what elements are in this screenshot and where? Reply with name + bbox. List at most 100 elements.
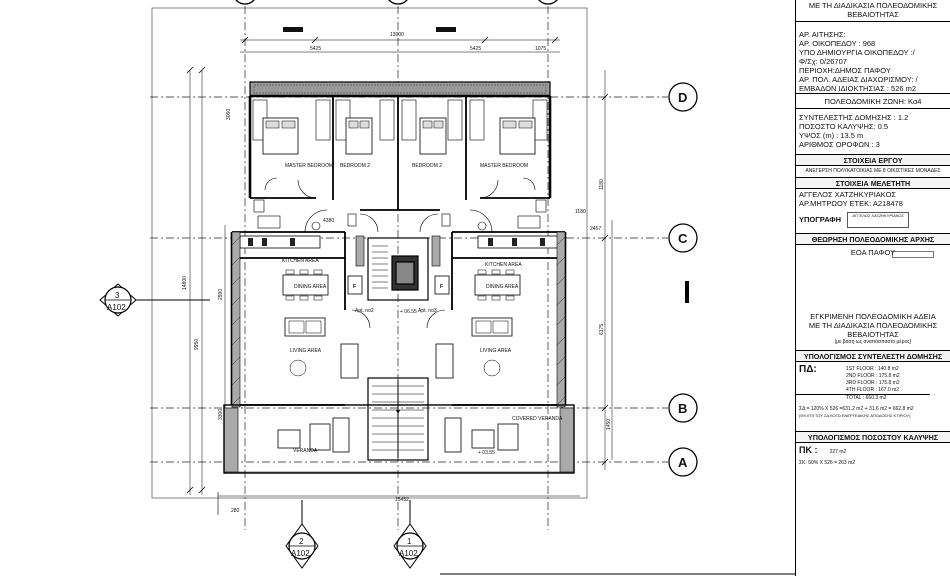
section-1-ref: A102 [399, 549, 418, 558]
section-3-ref: A102 [107, 303, 126, 312]
dining-tables [282, 274, 521, 296]
dim-side-b: 2990 [218, 289, 224, 300]
tb-study-header: ΣΤΟΙΧΕΙΑ ΜΕΛΕΤΗΤΗ [796, 177, 950, 189]
dim-right-e: 6175 [599, 324, 605, 335]
plot-boundary [151, 7, 588, 499]
tb-top-line-1: ΜΕ ΤΗ ΔΙΑΔΙΚΑΣΙΑ ΠΟΛΕΟΔΟΜΙΚΗΣ [808, 1, 938, 10]
title-block: ΜΕ ΤΗ ΔΙΑΔΙΚΑΣΙΑ ΠΟΛΕΟΔΟΜΙΚΗΣ ΒΕΒΑΙΟΤΗΤΑ… [795, 0, 950, 576]
doors [264, 177, 536, 329]
grid-label-d: D [678, 90, 687, 105]
room-dining-left: DINING AREA [294, 284, 327, 290]
section-3-num: 3 [115, 291, 120, 300]
tb-pk-row: ΠΚ : 227 m2 [796, 446, 950, 456]
level-mid: + 06.55 [400, 309, 417, 315]
svg-text:F: F [353, 284, 356, 290]
authority-stamp [892, 251, 934, 258]
room-bedroom2-left: BEDROOM 2 [340, 163, 370, 169]
room-master-bedroom-left: MASTER BEDROOM [285, 163, 333, 169]
dim-left-v: 14800 [182, 276, 188, 290]
dim-misc-c: 1180 [575, 209, 586, 215]
tb-info-3: Φ/Σχ: 0/26707 [799, 57, 847, 66]
dim-bot-small: 280 [231, 508, 240, 514]
tb-approval-1: ΜΕ ΤΗ ΔΙΑΔΙΚΑΣΙΑ ΠΟΛΕΟΔΟΜΙΚΗΣ [808, 321, 938, 330]
tb-info-0: ΑΡ. ΑΙΤΗΣΗΣ: [799, 30, 846, 39]
dimension-lines [189, 39, 613, 497]
signature-stamp-name: ΑΓΓΕΛΟΣ ΧΑΤΖΗΚΥΡΙΑΚΟΣ [852, 213, 904, 218]
tb-pk-value: 227 m2 [829, 449, 847, 455]
tb-approval-2: ΒΕΒΑΙΟΤΗΤΑΣ [847, 330, 899, 339]
tb-engineer: ΑΓΓΕΛΟΣ ΧΑΤΖΗΚΥΡΙΑΚΟΣ [799, 190, 897, 199]
dim-ticks [186, 36, 609, 494]
tb-sk-formula: ΣΚ: 50% X 526 = 263 m2 [799, 460, 856, 466]
dim-top-a: 5425 [310, 46, 321, 52]
dim-right-a: 1180 [599, 179, 605, 190]
room-kitchen-right: KITCHEN AREA [485, 262, 522, 268]
tb-registry: ΑΡ.ΜΗΤΡΩΟΥ ΕΤΕΚ: Α218478 [799, 199, 903, 208]
dim-left-v2: 9950 [194, 339, 200, 350]
section-2-num: 2 [299, 537, 304, 546]
tb-zone-label: ΠΟΛΕΟΔΟΜΙΚΗ ΖΩΝΗ: Κα4 [796, 97, 950, 109]
dim-right-c: 1450 [606, 419, 612, 430]
section-2-ref: A102 [291, 549, 310, 558]
tb-total: TOTAL : 660.3 m2 [846, 395, 887, 401]
tb-authority: ΕΟΑ ΠΑΦΟΥ [850, 248, 896, 257]
section-3-end [685, 281, 689, 303]
tb-info-2: ΥΠΟ ΔΗΜΙΟΥΡΓΙΑ ΟΙΚΟΠΕΔΟΥ :/ [799, 48, 915, 57]
dim-side-c: 3300 [218, 409, 224, 420]
tb-authority-header: ΘΕΩΡΗΣΗ ΠΟΛΕΟΔΟΜΙΚΗΣ ΑΡΧΗΣ [796, 233, 950, 245]
tb-approval-0: ΕΓΚΡΙΜΕΝΗ ΠΟΛΕΟΔΟΜΙΚΗ ΑΔΕΙΑ [810, 312, 936, 321]
grid-label-c: C [678, 231, 688, 246]
room-veranda-left: VERANDA [293, 448, 318, 454]
top-planter [249, 81, 551, 97]
tb-coverage-header: ΥΠΟΛΟΓΙΣΜΟΣ ΠΟΣΟΣΤΟΥ ΚΑΛΥΨΗΣ [796, 431, 950, 443]
grid-label-b: B [678, 401, 687, 416]
fridges [347, 275, 450, 295]
tb-zone-0: ΣΥΝΤΕΛΕΣΤΗΣ ΔΟΜΗΣΗΣ : 1.2 [799, 113, 909, 122]
tb-floor-2: 3RD FLOOR : 175.8 m2 [846, 380, 900, 386]
planter-hatch [231, 236, 566, 406]
stair-core [367, 237, 429, 461]
tb-sd-formula: ΣΔ = 120% X 526 =631.2 m2 + 31.6 m2 = 66… [799, 406, 914, 412]
beds [262, 117, 536, 155]
room-dining-right: DINING AREA [486, 284, 519, 290]
wardrobes [252, 99, 548, 141]
tb-project-header: ΣΤΟΙΧΕΙΑ ΕΡΓΟΥ [796, 154, 950, 166]
section-marker-3[interactable]: 3 A102 [99, 283, 210, 317]
hatched-planters [223, 231, 575, 473]
tb-floor-0: 1ST FLOOR : 140.8 m2 [846, 366, 899, 372]
tb-sd-note: (5% ΕΠΙ ΤΟΥ ΣΔ ΛΟΓΩ ΕΝΕΡΓΕΙΑΚΗΣ ΑΠΟΔΟΣΗΣ… [799, 413, 911, 418]
room-bedroom2-right: BEDROOM 2 [412, 163, 442, 169]
tb-coef-header: ΥΠΟΛΟΓΙΣΜΟΣ ΣΥΝΤΕΛΕΣΤΗ ΔΟΜΗΣΗΣ [796, 350, 950, 362]
tb-pd-label: ΠΔ: [799, 364, 817, 375]
tb-zone-2: ΥΨΟΣ (m) : 13.5 m [799, 131, 864, 140]
tb-info-6: ΕΜΒΑΔΟΝ ΙΔΙΟΚΤΗΣΙΑΣ : 526 m2 [796, 84, 950, 94]
dim-misc-a: 4380 [323, 218, 334, 224]
tb-floor-3: 4TH FLOOR : 167.0 m2 [796, 387, 930, 395]
room-kitchen-left: KITCHEN AREA [282, 258, 319, 264]
tb-zone-3: ΑΡΙΘΜΟΣ ΟΡΟΦΩΝ : 3 [799, 140, 880, 149]
tb-info-4: ΠΕΡΙΟΧΗ:ΔΗΜΟΣ ΠΑΦΟΥ [799, 66, 891, 75]
kitchen-counters [239, 235, 559, 249]
tb-zone-1: ΠΟΣΟΣΤΟ ΚΑΛΥΨΗΣ: 0.5 [799, 122, 889, 131]
tb-project-desc: ΑΝΕΓΕΡΣΗ ΠΟΛΥΚΑΤΟΙΚΙΑΣ ΜΕ 8 ΟΙΚΙΣΤΙΚΕΣ Μ… [805, 168, 941, 174]
section-marker-2[interactable]: 2 A102 [285, 500, 319, 569]
dim-bot-total: 15452 [395, 497, 409, 503]
sofas [284, 317, 513, 379]
signature-stamp: ΑΓΓΕΛΟΣ ΧΑΤΖΗΚΥΡΙΑΚΟΣ [847, 212, 910, 228]
top-grid-bubbles [235, 0, 558, 5]
tb-signature-label: ΥΠΟΓΡΑΦΗ [799, 214, 841, 224]
section-1-num: 1 [407, 537, 412, 546]
room-veranda-right: COVERED VERANDA [512, 416, 563, 422]
tb-top-line-2: ΒΕΒΑΙΟΤΗΤΑΣ [796, 10, 950, 22]
apt-label-left: Apt. no2 [355, 308, 374, 314]
section-marker-1[interactable]: 1 A102 [393, 500, 427, 569]
veranda-furniture [277, 417, 519, 453]
tb-pk-label: ΠΚ : [799, 445, 818, 455]
tb-floor-1: 2ND FLOOR : 175.8 m2 [846, 373, 900, 379]
room-master-bedroom-right: MASTER BEDROOM [480, 163, 528, 169]
tb-signature-row: ΥΠΟΓΡΑΦΗ ΑΓΓΕΛΟΣ ΧΑΤΖΗΚΥΡΙΑΚΟΣ [796, 212, 950, 228]
tb-approval-note: (με βάση ως αναπόσπαστο μέρος) [834, 339, 912, 345]
tb-info-1: ΑΡ. ΟΙΚΟΠΕΔΟΥ : 968 [799, 39, 876, 48]
bath-fixtures [253, 199, 547, 231]
tb-info-5: ΑΡ. ΠΟΛ. ΑΔΕΙΑΣ ΔΙΑΧΩΡΙΣΜΟΥ: / [799, 75, 918, 84]
